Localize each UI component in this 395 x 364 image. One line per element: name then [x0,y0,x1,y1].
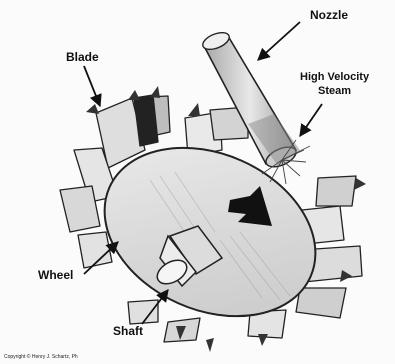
blade [60,186,100,232]
steam-label: High Velocity Steam [300,70,369,98]
nozzle-label: Nozzle [310,8,348,22]
blade-label: Blade [66,50,99,64]
shaft-label: Shaft [113,324,143,338]
copyright-text: Copyright © Henry J. Schartz, Ph [4,354,78,360]
blade [128,300,158,324]
blade [316,176,356,206]
blade [296,288,346,318]
wheel-label: Wheel [38,268,73,282]
steam-label-line2: Steam [300,84,369,98]
steam-label-line1: High Velocity [300,70,369,84]
